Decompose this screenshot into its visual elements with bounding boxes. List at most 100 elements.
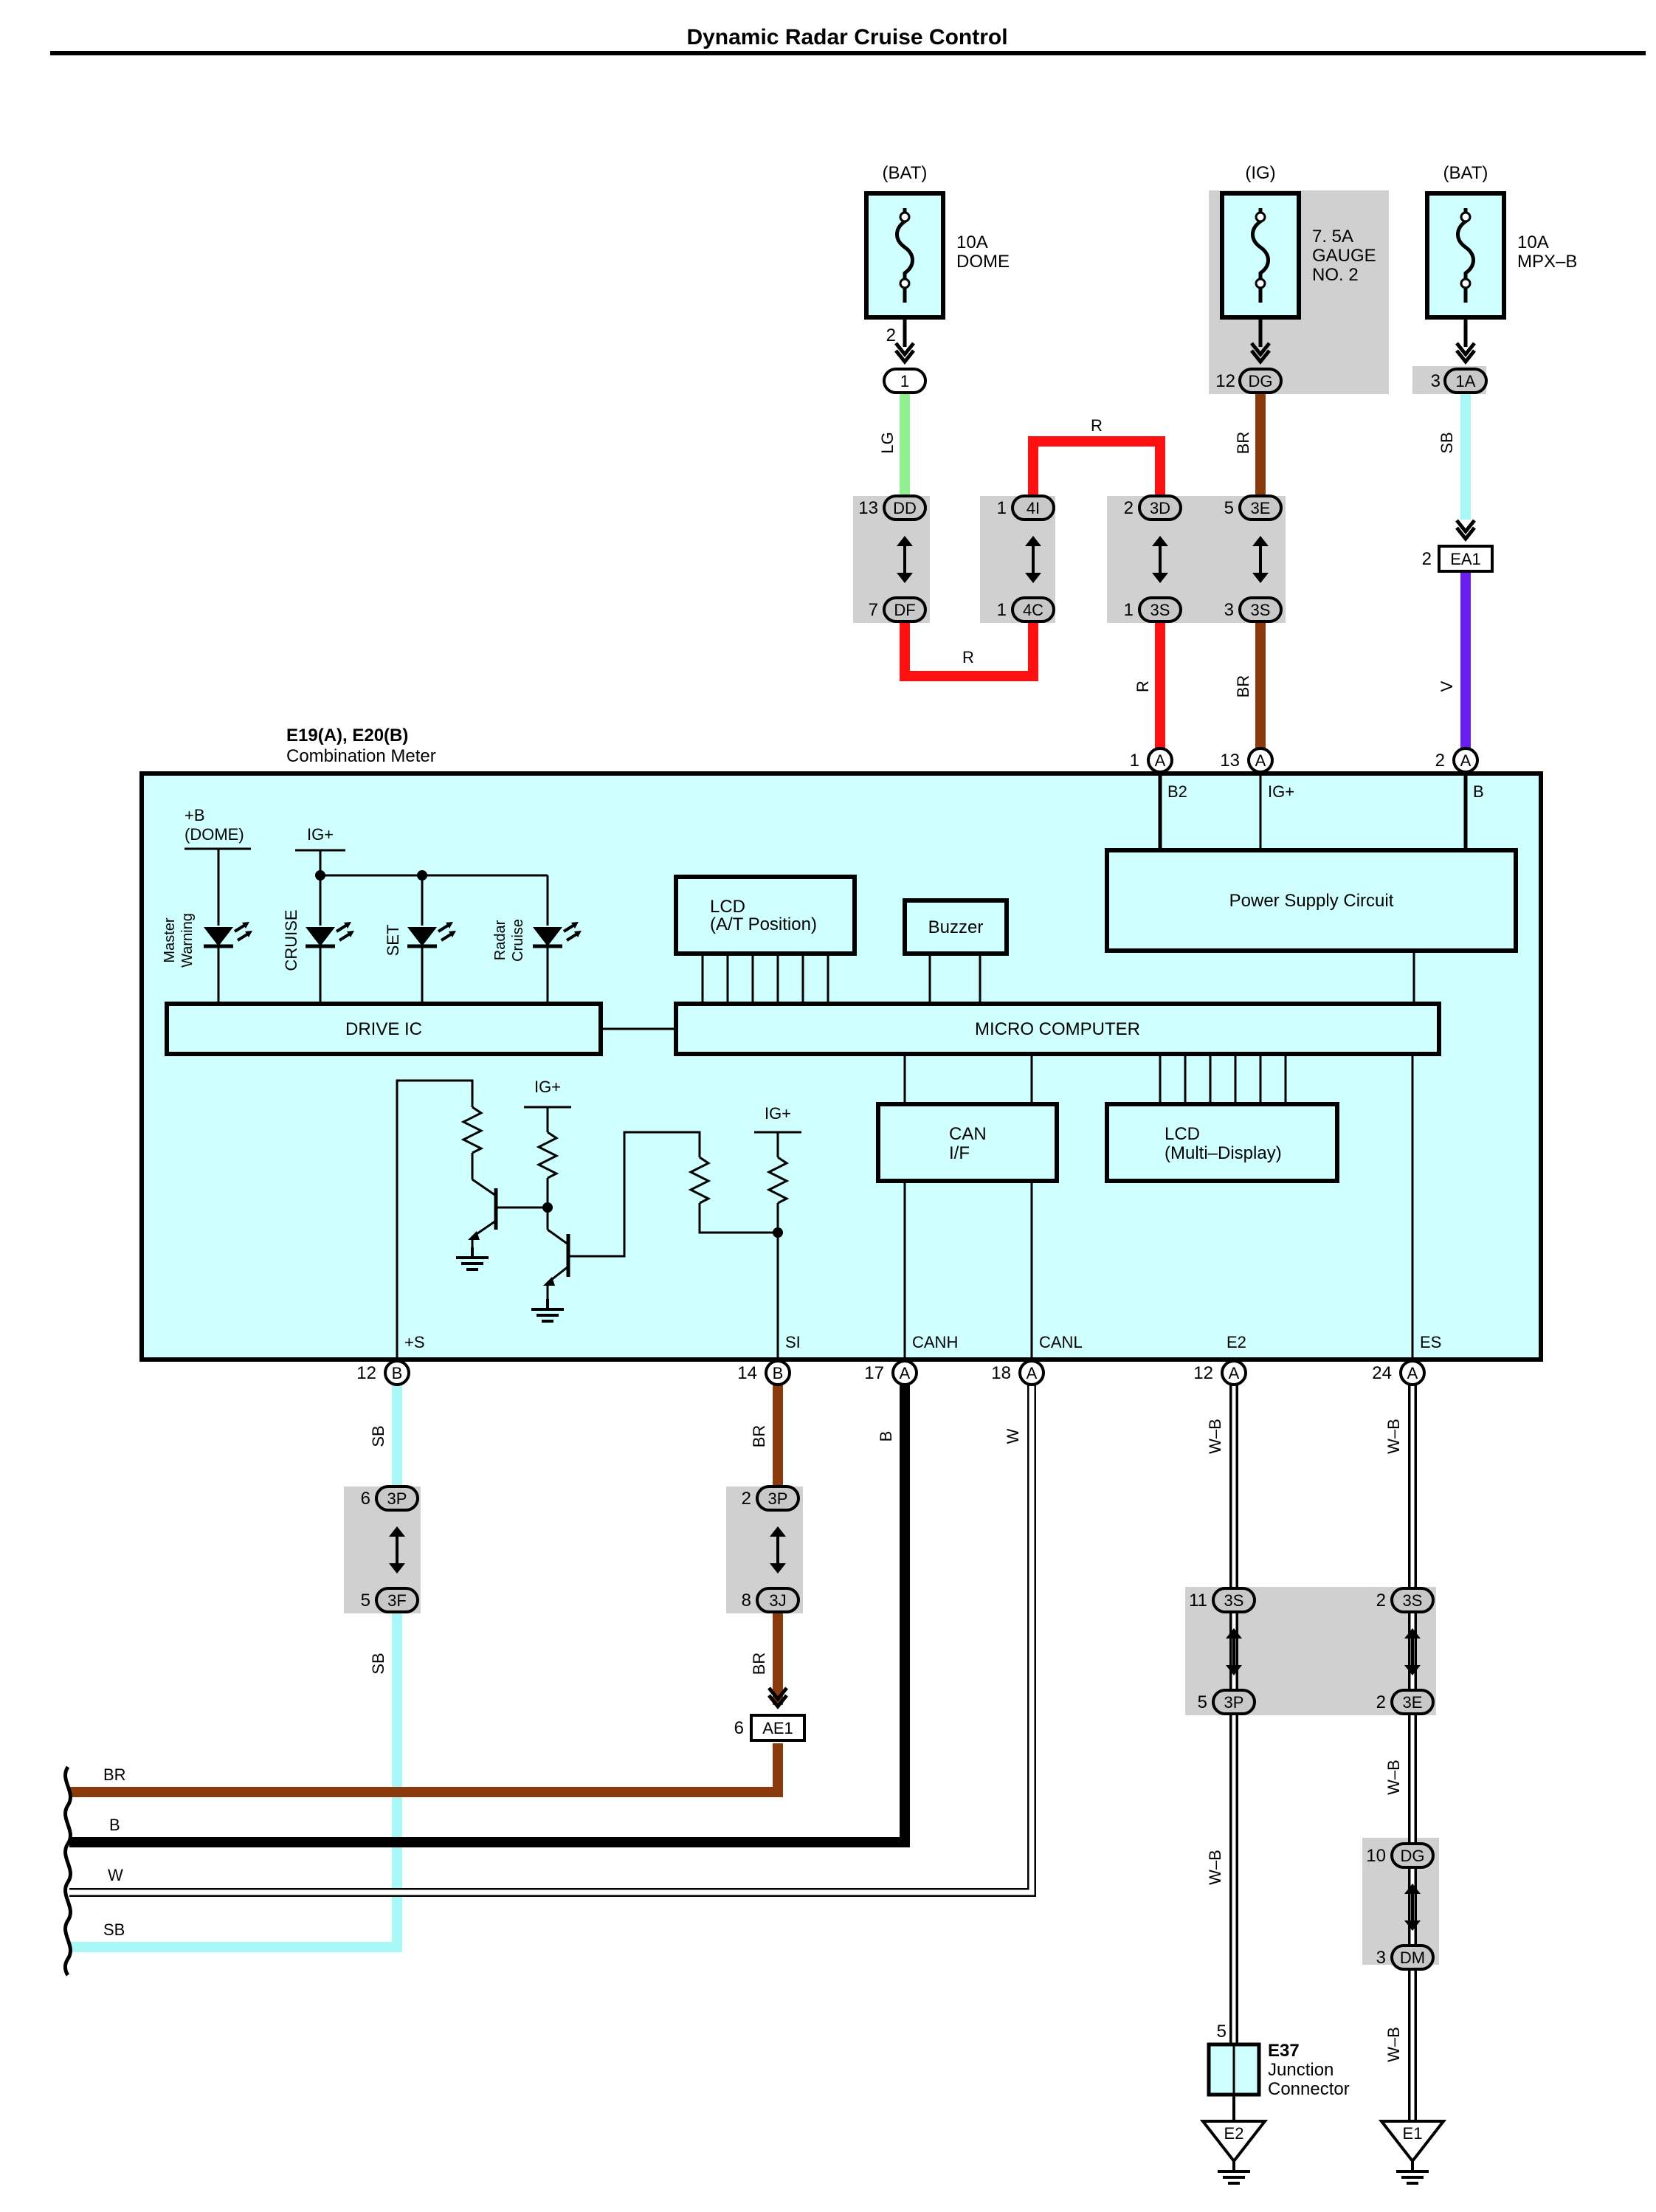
svg-text:W–B: W–B (1384, 1419, 1403, 1454)
svg-text:Radar: Radar (492, 920, 508, 960)
svg-text:BR: BR (1234, 675, 1252, 698)
svg-text:W–B: W–B (1206, 1419, 1224, 1454)
svg-text:3F: 3F (387, 1591, 407, 1610)
ground-e1: E1 (1378, 2120, 1447, 2185)
svg-text:4C: 4C (1023, 601, 1043, 619)
svg-text:2: 2 (1376, 1591, 1386, 1610)
svg-text:13: 13 (1220, 751, 1240, 771)
drive-ic-label: DRIVE IC (345, 1019, 422, 1039)
svg-text:I/F: I/F (949, 1143, 970, 1163)
fuse-dome-pin: 2 (886, 325, 896, 345)
lcd-at-bus (701, 954, 829, 1004)
svg-text:A: A (1229, 1364, 1240, 1382)
can-interface (876, 1102, 1059, 1183)
svg-text:V: V (1438, 681, 1456, 692)
svg-text:10: 10 (1366, 1846, 1386, 1866)
connector-3d-3s: 3D 2 3S 1 (1124, 495, 1182, 623)
svg-text:3P: 3P (387, 1489, 407, 1508)
svg-text:2: 2 (1435, 751, 1445, 771)
fuse-gauge: (IG) 7. 5A GAUGE NO. 2 12 DG (1215, 163, 1376, 394)
svg-text:3E: 3E (1251, 499, 1271, 517)
svg-text:CAN: CAN (949, 1124, 987, 1144)
wire-w-bus-outer (69, 1385, 1036, 1897)
fuse-mpx-connector: 1A (1456, 372, 1476, 390)
svg-text:BR: BR (750, 1653, 768, 1675)
svg-text:Warning: Warning (179, 913, 196, 968)
svg-text:+B: +B (184, 806, 205, 824)
svg-text:1: 1 (1124, 600, 1134, 620)
svg-text:EA1: EA1 (1450, 550, 1481, 568)
svg-text:13: 13 (858, 498, 878, 518)
wire-sb-bus (69, 1613, 402, 1952)
connector-ae1: AE1 6 (734, 1688, 806, 1742)
micro-computer (674, 1002, 1441, 1056)
component-name: Combination Meter (286, 746, 436, 766)
svg-text:7: 7 (869, 600, 878, 620)
fuse-mpx-name: MPX–B (1517, 252, 1577, 272)
wire-r-loop (900, 623, 1038, 681)
svg-text:DF: DF (894, 601, 915, 619)
svg-text:Cruise: Cruise (510, 919, 526, 962)
svg-text:LG: LG (878, 432, 897, 453)
svg-text:BR: BR (750, 1425, 768, 1448)
connector-3p-3f: 3P 6 3F 5 (361, 1485, 419, 1613)
pin-name-b2: B2 (1167, 782, 1187, 801)
meter-top-pins: A 1 A 13 A 2 (1130, 747, 1479, 773)
svg-text:B: B (392, 1364, 403, 1382)
svg-text:B: B (877, 1431, 895, 1442)
micro-computer-label: MICRO COMPUTER (975, 1019, 1140, 1039)
svg-text:E1: E1 (1403, 2124, 1423, 2143)
svg-text:SB: SB (103, 1920, 125, 1939)
svg-text:3S: 3S (1251, 601, 1271, 619)
svg-text:4I: 4I (1027, 499, 1040, 517)
fuse-gauge-connector: DG (1249, 372, 1273, 390)
connector-ea1: EA1 2 (1422, 520, 1494, 573)
svg-text:A: A (900, 1364, 911, 1382)
lcd-at-position (674, 875, 857, 956)
fuse-gauge-rating: 7. 5A (1312, 227, 1353, 247)
svg-text:5: 5 (1224, 498, 1234, 518)
svg-text:W–B: W–B (1206, 1850, 1224, 1885)
svg-text:Connector: Connector (1268, 2079, 1350, 2099)
svg-text:W–B: W–B (1384, 1760, 1403, 1795)
fuse-gauge-name-2: NO. 2 (1312, 265, 1359, 285)
fuse-dome-name: DOME (956, 252, 1010, 272)
svg-text:12: 12 (1193, 1363, 1213, 1383)
svg-text:2: 2 (1422, 549, 1432, 569)
svg-text:2: 2 (1124, 498, 1134, 518)
svg-text:+S: +S (404, 1333, 425, 1351)
svg-text:A: A (1027, 1364, 1038, 1382)
lcd-multi-display (1105, 1102, 1339, 1183)
svg-text:3P: 3P (768, 1489, 788, 1508)
svg-text:DG: DG (1401, 1847, 1425, 1865)
svg-text:1: 1 (997, 600, 1007, 620)
svg-text:(Multi–Display): (Multi–Display) (1165, 1143, 1282, 1163)
svg-text:IG+: IG+ (534, 1078, 561, 1096)
svg-text:AE1: AE1 (762, 1719, 793, 1737)
svg-text:Master: Master (162, 917, 178, 962)
svg-text:Junction: Junction (1268, 2060, 1334, 2080)
svg-text:BR: BR (103, 1765, 126, 1784)
svg-text:W: W (1004, 1428, 1022, 1444)
wires (69, 391, 1471, 2121)
fuse-dome-rating: 10A (956, 232, 988, 252)
svg-text:CANL: CANL (1039, 1333, 1083, 1351)
svg-text:14: 14 (737, 1363, 757, 1383)
connector-dd-df: DD 13 DF 7 (858, 495, 927, 623)
wire-w-bus-inner (69, 1385, 1035, 1895)
svg-text:2: 2 (742, 1489, 751, 1509)
meter-bottom-pins: B 12 B 14 A 17 A 18 A 12 A 24 (356, 1360, 1426, 1386)
connector-3s-3e: 3S 2 3E 2 (1376, 1587, 1435, 1715)
wire-labels-bottom: SB SB BR BR B W W–B W–B W–B W–B W–B (369, 1419, 1403, 2062)
svg-text:DM: DM (1400, 1949, 1425, 1967)
svg-text:5: 5 (1217, 2022, 1227, 2042)
svg-text:3S: 3S (1403, 1591, 1423, 1610)
svg-text:3S: 3S (1224, 1591, 1244, 1610)
power-supply-label: Power Supply Circuit (1229, 891, 1394, 911)
svg-text:1: 1 (997, 498, 1007, 518)
svg-text:W–B: W–B (1384, 2027, 1403, 2062)
svg-text:SB: SB (1438, 432, 1456, 453)
svg-text:1: 1 (1130, 751, 1139, 771)
svg-text:E2: E2 (1224, 2124, 1244, 2143)
input-circuit: IG+ IG+ (396, 1078, 801, 1358)
